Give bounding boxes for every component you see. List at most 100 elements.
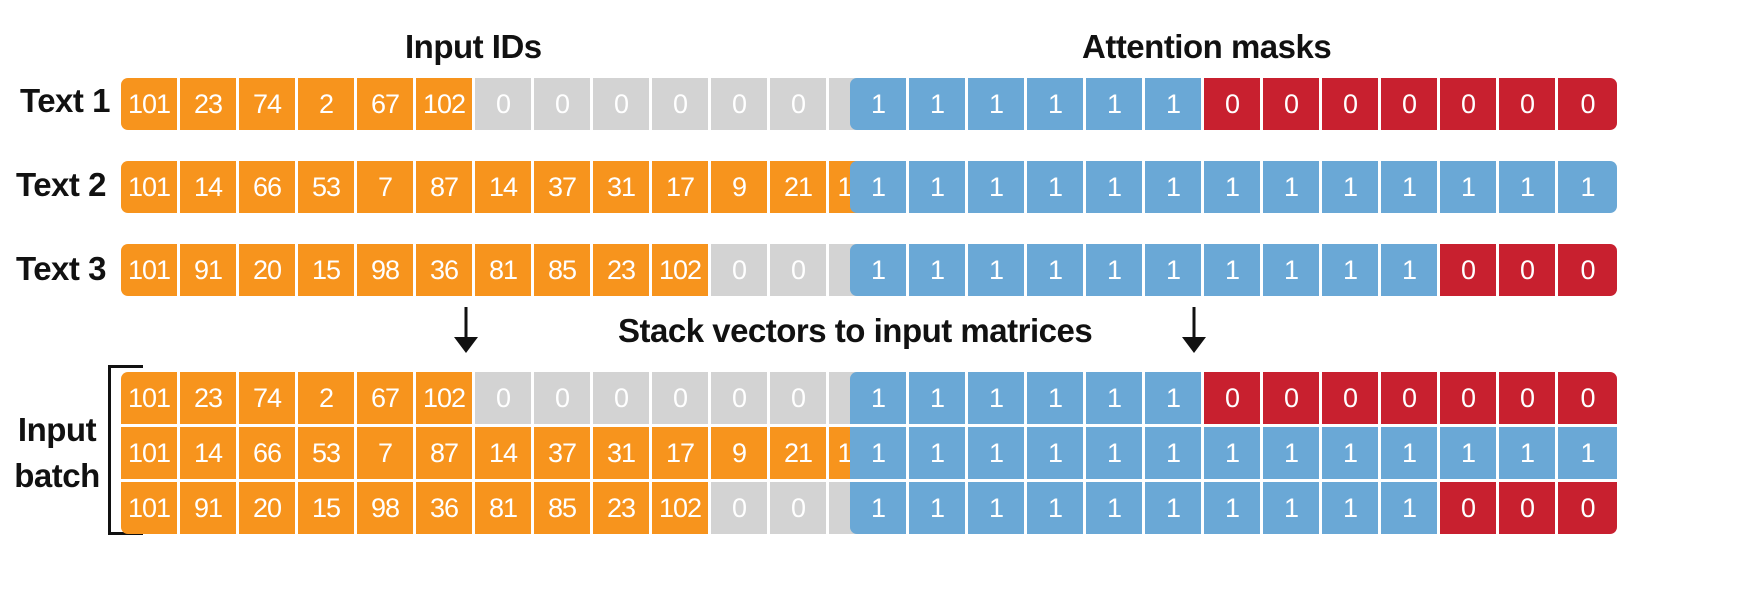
mask-one-cell: 1 <box>1440 427 1499 479</box>
token-id-cell: 102 <box>652 244 711 296</box>
mask-one-cell: 1 <box>850 482 909 534</box>
token-id-cell: 85 <box>534 244 593 296</box>
mask-one-cell: 1 <box>1204 161 1263 213</box>
token-id-cell: 7 <box>357 161 416 213</box>
mask-one-cell: 1 <box>1027 78 1086 130</box>
arrow-down-icon <box>454 307 478 353</box>
input-ids-matrix: 10123742671020000000 1011466537871437311… <box>121 372 888 534</box>
token-id-cell: 53 <box>298 427 357 479</box>
mask-one-cell: 1 <box>1322 161 1381 213</box>
input-ids-matrix-row-2: 10114665378714373117921102 <box>121 427 888 482</box>
token-id-cell: 98 <box>357 244 416 296</box>
mask-one-cell: 1 <box>968 372 1027 424</box>
token-id-cell: 101 <box>121 161 180 213</box>
token-id-cell: 74 <box>239 78 298 130</box>
mask-zero-cell: 0 <box>1322 78 1381 130</box>
row-label-text-1: Text 1 <box>20 82 110 119</box>
stack-caption: Stack vectors to input matrices <box>618 312 1093 349</box>
mask-one-cell: 1 <box>850 161 909 213</box>
mask-zero-cell: 0 <box>1263 78 1322 130</box>
mask-one-cell: 1 <box>1086 427 1145 479</box>
mask-one-cell: 1 <box>1145 427 1204 479</box>
token-id-cell: 23 <box>180 78 239 130</box>
mask-zero-cell: 0 <box>1499 372 1558 424</box>
token-id-cell: 91 <box>180 482 239 534</box>
mask-one-cell: 1 <box>1145 482 1204 534</box>
padding-cell: 0 <box>652 372 711 424</box>
mask-one-cell: 1 <box>1263 427 1322 479</box>
token-id-cell: 91 <box>180 244 239 296</box>
mask-one-cell: 1 <box>968 161 1027 213</box>
padding-cell: 0 <box>711 482 770 534</box>
mask-one-cell: 1 <box>968 244 1027 296</box>
token-id-cell: 101 <box>121 244 180 296</box>
padding-cell: 0 <box>711 372 770 424</box>
mask-zero-cell: 0 <box>1440 78 1499 130</box>
mask-one-cell: 1 <box>1027 244 1086 296</box>
mask-one-cell: 1 <box>1204 482 1263 534</box>
token-id-cell: 20 <box>239 244 298 296</box>
mask-one-cell: 1 <box>968 482 1027 534</box>
padding-cell: 0 <box>770 372 829 424</box>
input-batch-label-line-1: Input <box>17 411 97 448</box>
token-id-cell: 23 <box>593 482 652 534</box>
padding-cell: 0 <box>770 78 829 130</box>
mask-one-cell: 1 <box>850 78 909 130</box>
padding-cell: 0 <box>593 78 652 130</box>
token-id-cell: 81 <box>475 244 534 296</box>
mask-one-cell: 1 <box>1322 482 1381 534</box>
mask-one-cell: 1 <box>968 427 1027 479</box>
input-batch-label-line-2: batch <box>14 457 100 494</box>
mask-one-cell: 1 <box>1145 244 1204 296</box>
mask-one-cell: 1 <box>909 161 968 213</box>
token-id-cell: 17 <box>652 161 711 213</box>
padding-cell: 0 <box>770 244 829 296</box>
mask-one-cell: 1 <box>1381 482 1440 534</box>
input-ids-row-2: 10114665378714373117921102 <box>121 161 888 213</box>
padding-cell: 0 <box>593 372 652 424</box>
mask-one-cell: 1 <box>1086 161 1145 213</box>
input-ids-row-1: 10123742671020000000 <box>121 78 888 130</box>
mask-one-cell: 1 <box>1499 427 1558 479</box>
mask-one-cell: 1 <box>1027 372 1086 424</box>
padding-cell: 0 <box>534 372 593 424</box>
mask-zero-cell: 0 <box>1499 78 1558 130</box>
mask-one-cell: 1 <box>1558 427 1617 479</box>
padding-cell: 0 <box>475 78 534 130</box>
mask-zero-cell: 0 <box>1204 372 1263 424</box>
mask-zero-cell: 0 <box>1558 78 1617 130</box>
mask-one-cell: 1 <box>1145 161 1204 213</box>
mask-one-cell: 1 <box>968 78 1027 130</box>
mask-zero-cell: 0 <box>1322 372 1381 424</box>
token-id-cell: 21 <box>770 427 829 479</box>
padding-cell: 0 <box>770 482 829 534</box>
mask-one-cell: 1 <box>1086 482 1145 534</box>
mask-one-cell: 1 <box>850 244 909 296</box>
mask-zero-cell: 0 <box>1499 482 1558 534</box>
padding-cell: 0 <box>534 78 593 130</box>
token-id-cell: 20 <box>239 482 298 534</box>
token-id-cell: 23 <box>593 244 652 296</box>
padding-cell: 0 <box>652 78 711 130</box>
token-id-cell: 15 <box>298 244 357 296</box>
input-ids-header: Input IDs <box>405 28 542 65</box>
arrow-down-icon <box>1182 307 1206 353</box>
token-id-cell: 101 <box>121 372 180 424</box>
token-id-cell: 85 <box>534 482 593 534</box>
mask-zero-cell: 0 <box>1440 482 1499 534</box>
token-id-cell: 101 <box>121 78 180 130</box>
mask-zero-cell: 0 <box>1440 372 1499 424</box>
mask-one-cell: 1 <box>1381 161 1440 213</box>
mask-one-cell: 1 <box>1558 161 1617 213</box>
token-id-cell: 98 <box>357 482 416 534</box>
mask-one-cell: 1 <box>1086 244 1145 296</box>
token-id-cell: 37 <box>534 161 593 213</box>
mask-one-cell: 1 <box>1322 427 1381 479</box>
token-id-cell: 14 <box>475 427 534 479</box>
mask-one-cell: 1 <box>909 244 968 296</box>
mask-one-cell: 1 <box>1204 244 1263 296</box>
